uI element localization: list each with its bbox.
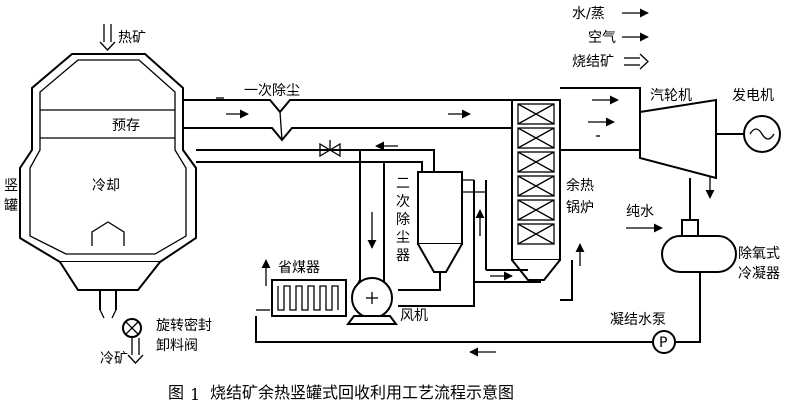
caption-title: 烧结矿余热竖罐式回收利用工艺流程示意图 <box>210 383 514 402</box>
caption-num: 1 <box>190 385 200 404</box>
pure-water-label: 纯水 <box>626 204 654 220</box>
deaerator-condenser <box>661 219 737 273</box>
generator <box>743 115 781 153</box>
boiler-label-line2: 锅炉 <box>566 200 594 216</box>
preheat-label: 预存 <box>112 118 140 134</box>
legend-water-steam-label: 水/蒸 <box>572 6 605 22</box>
hot-ore-label: 热矿 <box>118 30 146 46</box>
secondary-dust-label-4: 尘 <box>396 230 410 246</box>
legend-sinter-arrow <box>624 53 649 70</box>
caption-fig: 图 <box>168 383 184 402</box>
fan-label: 风机 <box>400 308 428 324</box>
deaerator-label-line2: 冷凝器 <box>738 266 780 282</box>
cold-ore-outlet-arrow <box>127 338 144 364</box>
primary-dust-label: 一次除尘 <box>244 83 300 99</box>
condensate-pump-label: 凝结水泵 <box>610 312 666 328</box>
rotary-valve-label-line1: 旋转密封 <box>156 317 212 334</box>
secondary-dust-label-3: 除 <box>396 212 410 228</box>
rotary-valve-label-line2: 卸料阀 <box>156 338 198 354</box>
shaft-furnace <box>19 53 197 319</box>
return-air-duct <box>196 140 435 172</box>
secondary-dust-label-2: 次 <box>396 194 410 210</box>
steam-line <box>560 87 653 151</box>
rotary-valve <box>122 318 142 338</box>
secondary-dust-collector <box>417 171 487 282</box>
hot-ore-inlet-arrow <box>99 24 116 51</box>
waste-heat-boiler <box>511 99 561 281</box>
hot-gas-duct <box>183 97 512 151</box>
secondary-dust-label-1: 二 <box>396 176 410 192</box>
deaerator-label-line1: 除氧式 <box>738 246 780 262</box>
legend: 水/蒸 空气 烧结矿 <box>572 6 649 70</box>
legend-air-label: 空气 <box>588 30 616 46</box>
feed-water-line <box>255 243 701 357</box>
economizer <box>271 279 347 317</box>
economizer-label: 省煤器 <box>278 260 320 276</box>
cold-ore-label: 冷矿 <box>100 351 128 367</box>
cooling-label: 冷却 <box>92 178 120 194</box>
generator-label: 发电机 <box>732 88 774 104</box>
legend-sinter-label: 烧结矿 <box>572 54 614 70</box>
turbine-label: 汽轮机 <box>650 88 692 104</box>
steam-turbine <box>639 98 744 180</box>
secondary-dust-label-5: 器 <box>396 248 410 264</box>
pump-symbol: P <box>659 335 667 351</box>
boiler-label-line1: 余热 <box>566 177 594 194</box>
condensate-pump <box>652 330 676 354</box>
fan <box>346 277 398 325</box>
shaft-furnace-label-line1: 竖 <box>4 178 18 194</box>
shaft-furnace-label-line2: 罐 <box>4 198 18 214</box>
